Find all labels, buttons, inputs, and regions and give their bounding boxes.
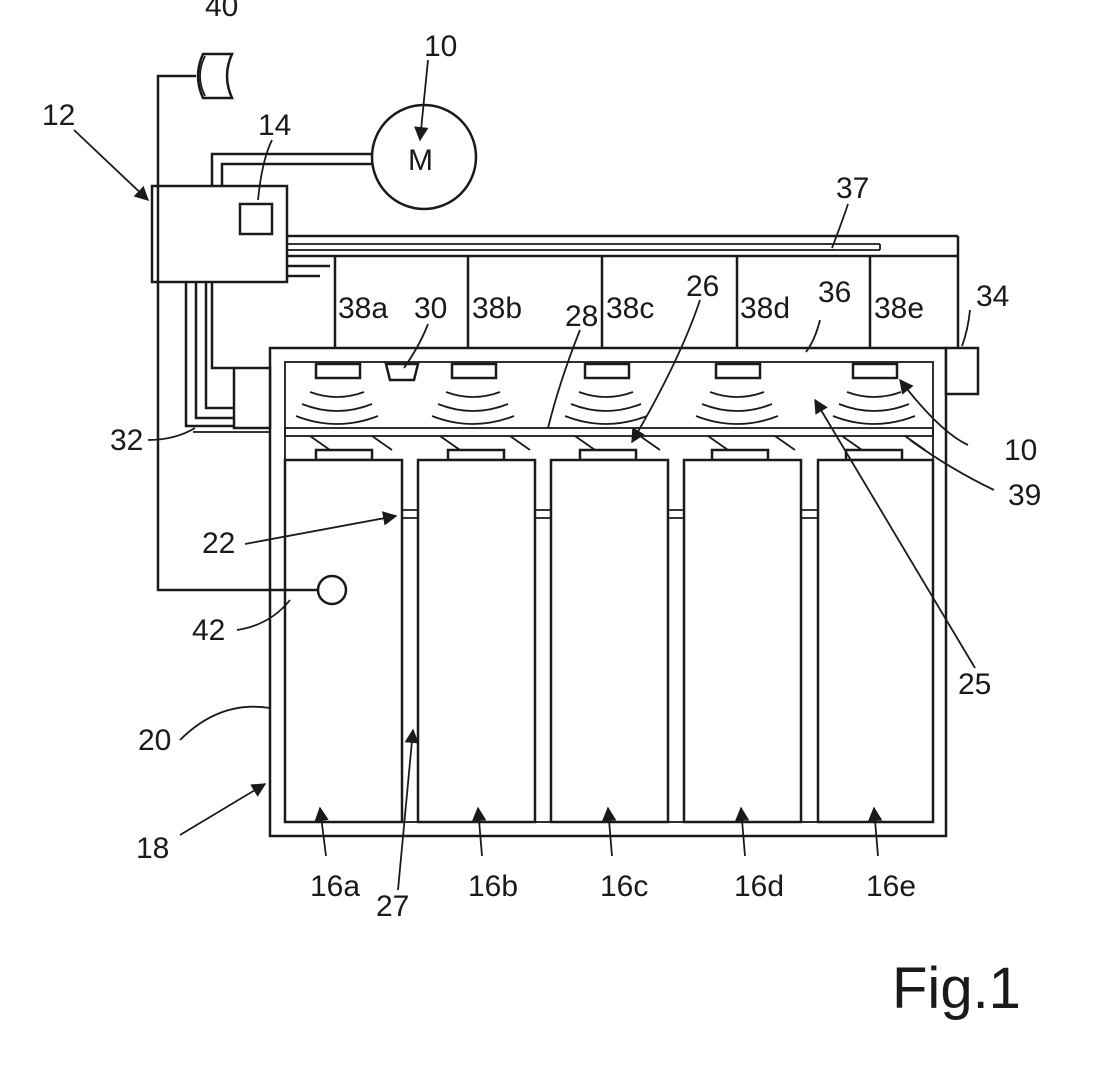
label-20: 20 xyxy=(138,724,171,757)
label-16e: 16e xyxy=(866,870,916,903)
label-38b: 38b xyxy=(472,292,522,325)
label-32: 32 xyxy=(110,424,143,457)
cell-16a xyxy=(285,460,402,822)
cell-16d xyxy=(684,460,801,822)
figure-title: Fig.1 xyxy=(892,956,1021,1021)
element-30 xyxy=(386,364,418,380)
label-40: 40 xyxy=(205,0,238,23)
label-18: 18 xyxy=(136,832,169,865)
element-32 xyxy=(234,368,270,428)
label-16a: 16a xyxy=(310,870,360,903)
cell-16b xyxy=(418,460,535,822)
sensor-42 xyxy=(318,576,346,604)
label-38a: 38a xyxy=(338,292,388,325)
label-26: 26 xyxy=(686,270,719,303)
motor-symbol: M xyxy=(408,144,433,177)
label-22: 22 xyxy=(202,527,235,560)
label-38c: 38c xyxy=(606,292,654,325)
battery-cells xyxy=(285,460,933,822)
bus-line-37 xyxy=(287,236,958,250)
label-10-right: 10 xyxy=(1004,434,1037,467)
label-37: 37 xyxy=(836,172,869,205)
label-14: 14 xyxy=(258,109,291,142)
label-42: 42 xyxy=(192,614,225,647)
label-36: 36 xyxy=(818,276,851,309)
label-12: 12 xyxy=(42,99,75,132)
cell-16e xyxy=(818,460,933,822)
element-34 xyxy=(946,348,978,394)
label-10-motor: 10 xyxy=(424,30,457,63)
element-14 xyxy=(240,204,272,234)
label-27: 27 xyxy=(376,890,409,923)
label-28: 28 xyxy=(565,300,598,333)
label-16d: 16d xyxy=(734,870,784,903)
cell-16c xyxy=(551,460,668,822)
label-16c: 16c xyxy=(600,870,648,903)
label-38e: 38e xyxy=(874,292,924,325)
label-30: 30 xyxy=(414,292,447,325)
label-38d: 38d xyxy=(740,292,790,325)
label-34: 34 xyxy=(976,280,1009,313)
label-39: 39 xyxy=(1008,479,1041,512)
label-16b: 16b xyxy=(468,870,518,903)
label-25: 25 xyxy=(958,668,991,701)
